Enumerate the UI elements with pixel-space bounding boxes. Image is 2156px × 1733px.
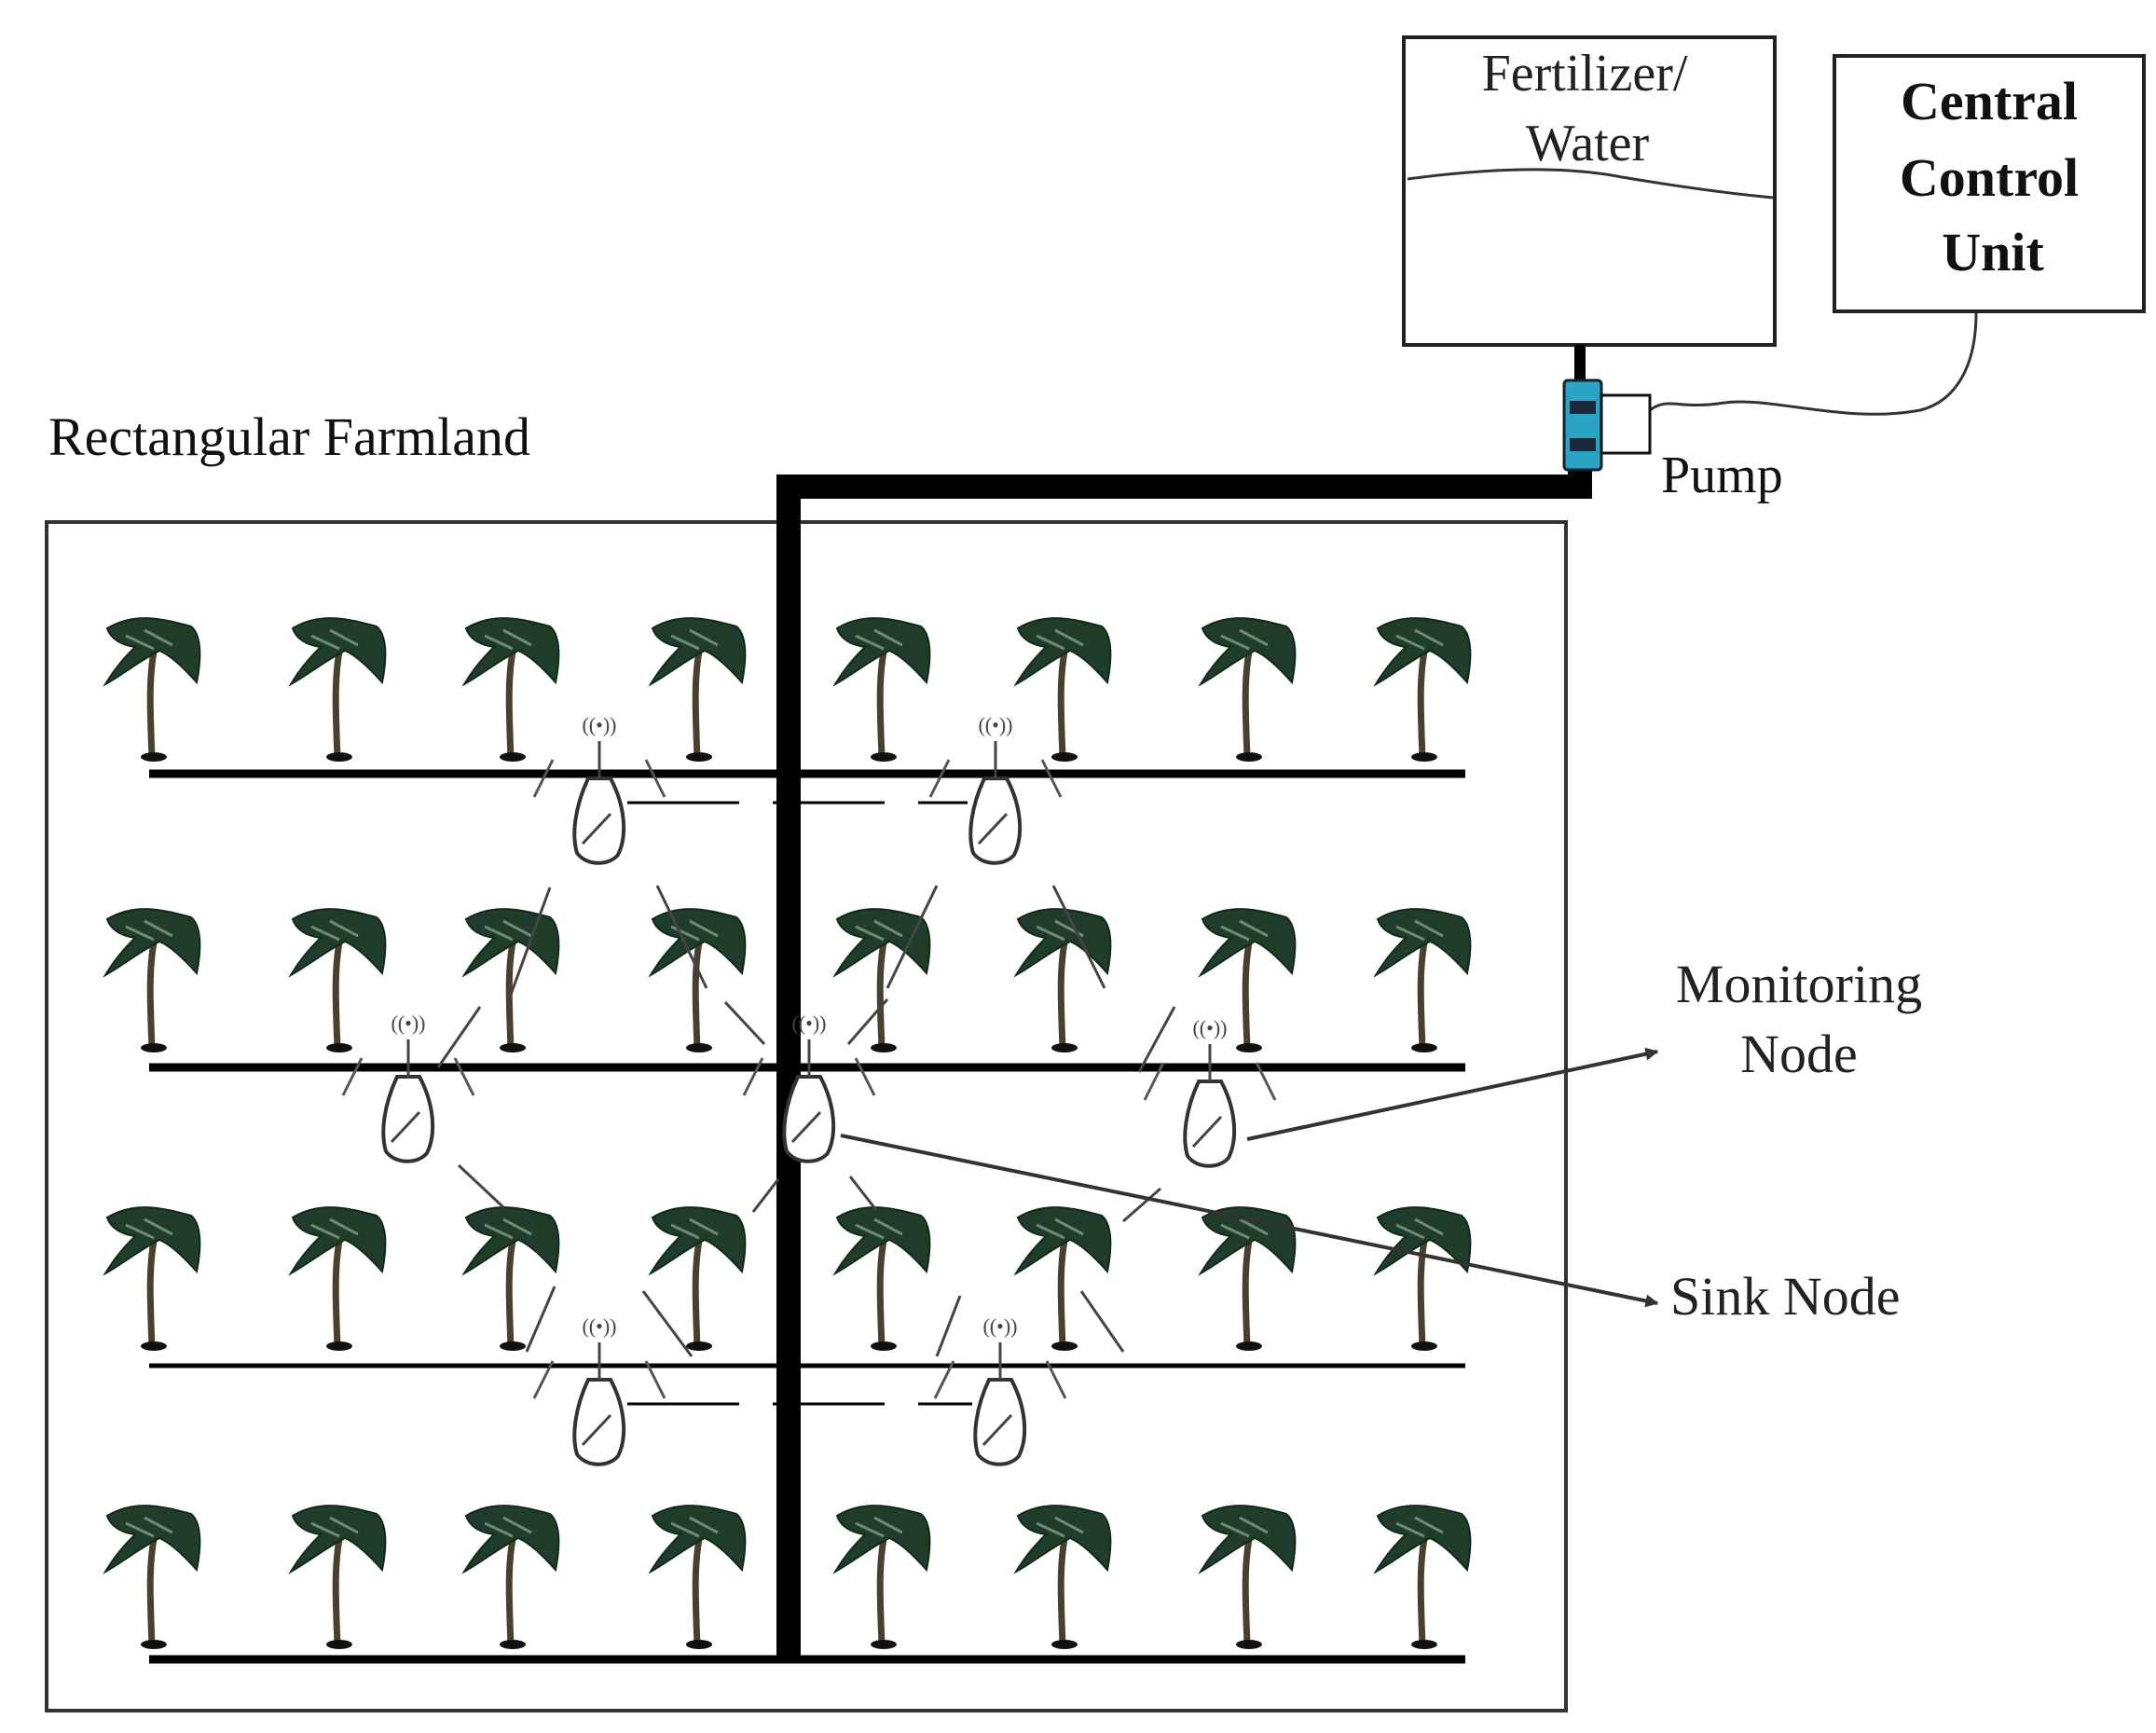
wireless-signal-icon: ((•)) (391, 1011, 425, 1035)
node-link (886, 885, 939, 989)
node-link (525, 1286, 556, 1353)
palm-tree-icon (1198, 1206, 1297, 1351)
wireless-signal-icon: ((•)) (978, 713, 1012, 736)
palm-tree-icon (103, 1505, 201, 1649)
node-link (457, 1163, 505, 1209)
palm-tree-icon (1198, 617, 1297, 762)
drip-lines (149, 769, 1465, 1664)
monitoring-node-label-line1: Monitoring (1676, 954, 1922, 1014)
palm-tree-icon (1373, 908, 1472, 1052)
palm-tree-icon (461, 617, 560, 762)
palm-tree-icon (648, 1206, 747, 1351)
palm-tree-icon (1013, 908, 1112, 1052)
monitoring-node-icon: ((•)) (532, 713, 666, 865)
palm-tree-icon (461, 908, 560, 1052)
ccu-label-line1: Central (1901, 71, 2078, 131)
wireless-signal-icon: ((•)) (791, 1011, 826, 1035)
sink-node-icon: ((•)) (742, 1011, 876, 1163)
node-link (848, 1176, 878, 1211)
farmland-label: Rectangular Farmland (48, 406, 530, 467)
main-pipe (776, 466, 1592, 1659)
palm-tree-icon (832, 1206, 931, 1351)
palm-tree-icon (288, 617, 387, 762)
ccu-label-line2: Control (1900, 147, 2079, 208)
palm-tree-icon (1013, 1505, 1112, 1649)
node-link (506, 887, 552, 1003)
palm-tree-icon (103, 908, 201, 1052)
monitoring-node-arrow (1246, 1047, 1659, 1141)
monitoring-node-icon: ((•)) (928, 713, 1063, 865)
palm-tree-icon (1373, 1206, 1472, 1351)
node-link (935, 1295, 962, 1357)
wireless-signal-icon: ((•)) (582, 1314, 616, 1338)
palm-tree-icon (832, 1505, 931, 1649)
node-link (641, 1290, 693, 1357)
tank-water-level (1407, 168, 1774, 199)
palm-tree-icon (288, 908, 387, 1052)
palm-tree-icon (1373, 1505, 1472, 1649)
palm-tree-icon (648, 908, 747, 1052)
palm-tree-icon (648, 617, 747, 762)
sensor-nodes: ((•)) ((•)) ((•)) ((•)) ((•)) ((•)) ((•)) (341, 713, 1277, 1466)
node-link (1079, 1290, 1125, 1353)
monitoring-node-icon: ((•)) (933, 1314, 1067, 1466)
tank-label-line1: Fertilizer/ (1482, 45, 1688, 103)
palm-tree-icon (461, 1206, 560, 1351)
sink-node-arrow (840, 1134, 1659, 1308)
palm-tree-icon (1198, 908, 1297, 1052)
palm-tree-icon (1013, 1206, 1112, 1351)
ccu-label-line3: Unit (1942, 222, 2044, 282)
monitoring-node-label-line2: Node (1740, 1024, 1858, 1084)
palm-tree-icon (461, 1505, 560, 1649)
sink-node-label: Sink Node (1670, 1266, 1901, 1327)
palm-tree-icon (1198, 1505, 1297, 1649)
wireless-signal-icon: ((•)) (1192, 1016, 1227, 1039)
palm-tree-icon (288, 1505, 387, 1649)
palm-tree-icon (832, 908, 931, 1052)
pump-label: Pump (1661, 447, 1783, 504)
node-link (846, 998, 889, 1045)
node-link (1051, 885, 1106, 989)
palm-tree-icon (103, 1206, 201, 1351)
node-link (751, 1178, 780, 1213)
palm-tree-icon (288, 1206, 387, 1351)
palm-tree-icon (1373, 617, 1472, 762)
monitoring-node-icon: ((•)) (532, 1314, 666, 1466)
palm-tree-icon (103, 617, 201, 762)
palm-tree-icon (1013, 617, 1112, 762)
central-control-unit (1833, 54, 2146, 313)
node-link (1122, 1187, 1161, 1223)
pump-icon (1562, 378, 1652, 472)
wireless-signal-icon: ((•)) (582, 713, 616, 736)
node-link (436, 1006, 482, 1068)
monitoring-node-icon: ((•)) (341, 1011, 475, 1163)
palm-trees (103, 617, 1472, 1649)
palm-tree-icon (832, 617, 931, 762)
control-wire (1649, 312, 1978, 416)
node-link (1137, 1006, 1176, 1073)
farmland-boundary (45, 520, 1568, 1712)
node-link (655, 885, 708, 989)
fertilizer-water-tank (1402, 35, 1777, 347)
palm-tree-icon (648, 1505, 747, 1649)
node-link (723, 1000, 766, 1046)
monitoring-node-icon: ((•)) (1143, 1016, 1277, 1168)
node-links (436, 801, 1176, 1406)
tank-label-line2: Water (1526, 115, 1650, 172)
wireless-signal-icon: ((•)) (982, 1314, 1017, 1338)
